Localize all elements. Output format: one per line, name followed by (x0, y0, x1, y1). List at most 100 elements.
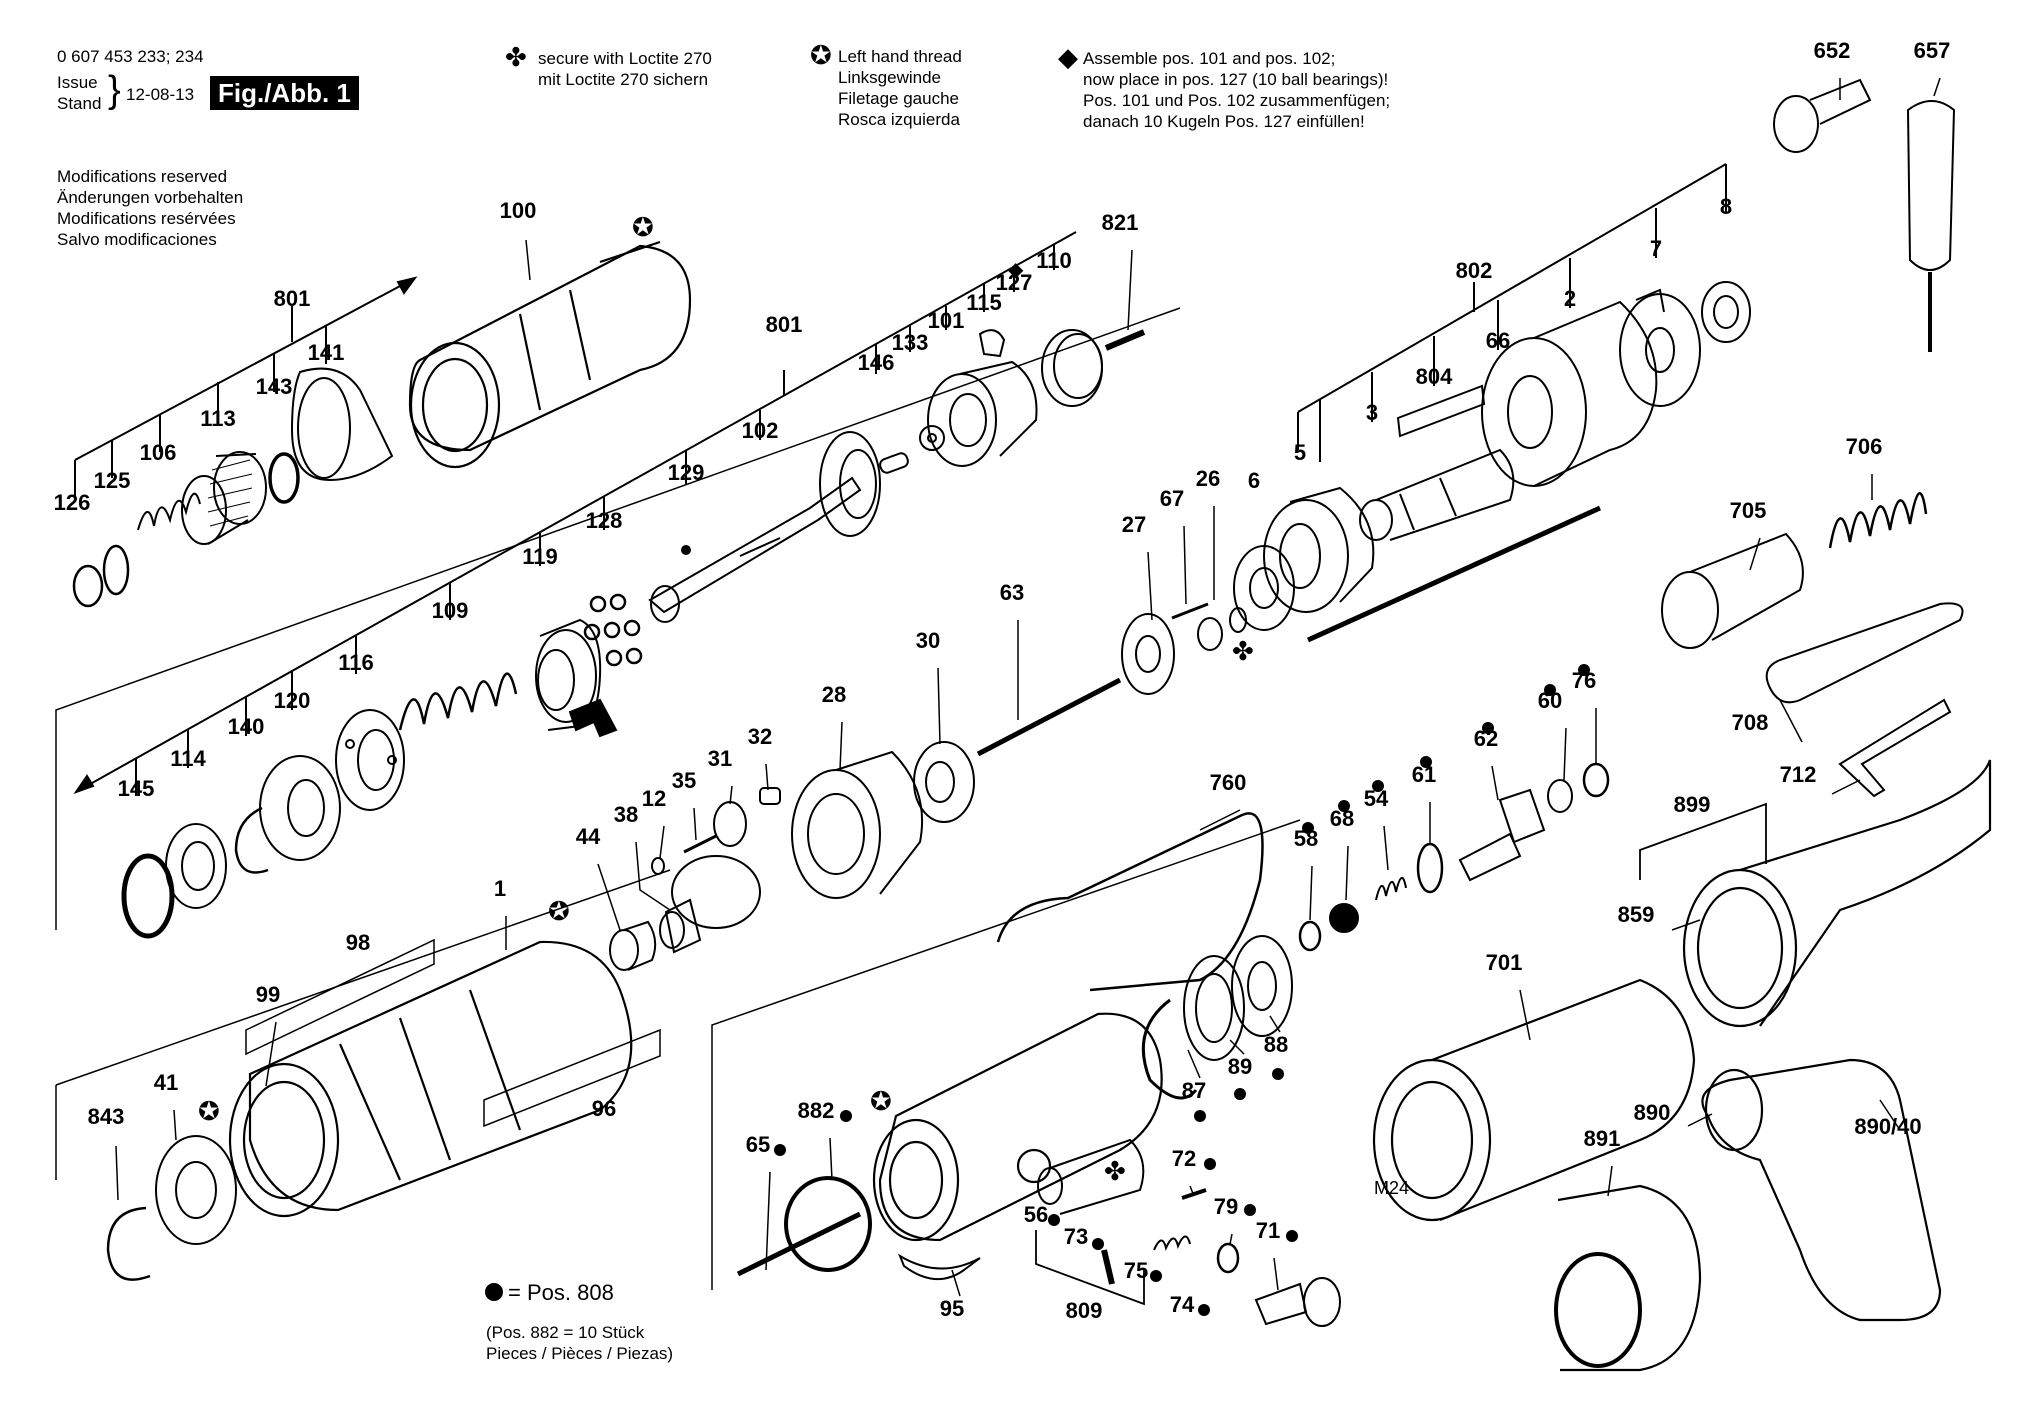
position-label-28: 28 (822, 682, 846, 707)
position-label-119: 119 (522, 544, 558, 569)
position-label-899: 899 (1674, 792, 1711, 817)
pos808-dot (1244, 1204, 1256, 1216)
position-label-30: 30 (916, 628, 940, 653)
part-28-ringgear (791, 750, 924, 899)
position-label-106: 106 (140, 440, 177, 465)
bracket-801-lower (75, 231, 1077, 793)
part-74-spring (1153, 1235, 1191, 1252)
position-label-35: 35 (672, 768, 696, 793)
pos808-dot (774, 1144, 786, 1156)
position-label-140: 140 (228, 714, 265, 739)
part-891-head (1554, 1184, 1702, 1372)
position-label-890: 890 (1634, 1100, 1671, 1125)
part-89-washer (1183, 955, 1245, 1061)
part-54-spring (1375, 877, 1407, 901)
position-label-802: 802 (1456, 258, 1493, 283)
pos808-dot (1198, 1304, 1210, 1316)
part-882-oring (784, 1176, 872, 1272)
part-128-balls (583, 593, 643, 667)
pos808-legend-dot (485, 1283, 503, 1301)
position-label-890-40: 890/40 (1854, 1114, 1921, 1139)
position-label-67: 67 (1160, 486, 1184, 511)
position-label-804: 804 (1416, 364, 1453, 389)
part-96-label (483, 1028, 661, 1128)
part-71-knob (1254, 1277, 1341, 1327)
position-label-126: 126 (54, 490, 91, 515)
part-67-key (1171, 602, 1209, 620)
part-26-pinion (1197, 607, 1247, 651)
right-housing (872, 1012, 1163, 1242)
part-3-rotor (1359, 448, 1515, 541)
part-129-ball (681, 545, 691, 555)
position-label-95: 95 (940, 1296, 964, 1321)
figure-label: Fig./Abb. 1 (210, 76, 359, 110)
star-circle-icon: ✪ (810, 40, 832, 70)
part-705-sleeve (1661, 532, 1804, 649)
part-6-bearing (1233, 545, 1295, 631)
position-label-99: 99 (256, 982, 280, 1007)
left-thread-es: Rosca izquierda (838, 110, 960, 129)
position-label-125: 125 (94, 468, 131, 493)
part-73-pin (1101, 1249, 1115, 1285)
position-label-71: 71 (1256, 1218, 1280, 1243)
position-label-72: 72 (1172, 1146, 1196, 1171)
position-label-882: 882 (798, 1098, 835, 1123)
club-icon-56: ✤ (1104, 1156, 1126, 1186)
position-label-891: 891 (1584, 1126, 1621, 1151)
pos808-dot (1048, 1214, 1060, 1226)
panel-upper-left (55, 307, 1181, 930)
part-106-spring (137, 492, 201, 531)
position-label-652: 652 (1814, 38, 1851, 63)
position-label-44: 44 (576, 824, 601, 849)
position-label-63: 63 (1000, 580, 1024, 605)
part-125-ring (102, 544, 130, 596)
star-circle-icon-1: ✪ (548, 896, 570, 926)
position-label-1: 1 (494, 876, 506, 901)
part-98-label (245, 938, 435, 1056)
part-114-bushing (165, 823, 227, 909)
part-68-ball (1329, 903, 1359, 933)
position-label-146: 146 (858, 350, 895, 375)
part-76-ring (1582, 762, 1610, 798)
part-1-housing (228, 940, 633, 1218)
pos808-dot (1204, 1158, 1216, 1170)
part-56-valve (1037, 1138, 1145, 1215)
part-63-shaft (976, 677, 1122, 757)
part-143-ring (268, 452, 300, 504)
position-label-101: 101 (928, 308, 965, 333)
position-label-102: 102 (742, 418, 779, 443)
part-32-pin (759, 787, 781, 805)
position-label-821: 821 (1102, 210, 1139, 235)
pos808-markers (774, 664, 1590, 1316)
part-27-flange (1121, 613, 1175, 695)
part-65-pin (736, 1211, 862, 1277)
part-141-sleeve (290, 367, 394, 482)
position-label-110: 110 (1036, 248, 1072, 273)
pos808-dot (1578, 664, 1590, 676)
modifications-fr: Modifications resérvées (57, 209, 236, 228)
part-140-clip (234, 806, 269, 874)
position-label-801: 801 (274, 286, 311, 311)
position-label-56: 56 (1024, 1202, 1048, 1227)
position-label-88: 88 (1264, 1032, 1288, 1057)
pos808-dot (1544, 684, 1556, 696)
left-thread-fr: Filetage gauche (838, 89, 959, 108)
part-113-knurl (181, 451, 267, 545)
part-760-wire (996, 812, 1264, 992)
part-110-ring (1041, 329, 1103, 407)
position-label-145: 145 (118, 776, 155, 801)
stand-label: Stand (57, 94, 102, 113)
pos808-dot (1194, 1110, 1206, 1122)
part-109-spring (398, 672, 518, 731)
left-thread-en: Left hand thread (838, 47, 962, 66)
assemble-de-1: Pos. 101 und Pos. 102 zusammenfügen; (1083, 91, 1391, 110)
part-7-plate (1619, 288, 1701, 407)
position-label-109: 109 (432, 598, 469, 623)
position-label-705: 705 (1730, 498, 1767, 523)
part-88-washer (1231, 935, 1293, 1037)
star-circle-icon-882: ✪ (870, 1086, 892, 1116)
part-60-nut (1547, 779, 1573, 813)
part-2-cylinder (1481, 300, 1658, 487)
star-circle-icon-41: ✪ (198, 1096, 220, 1126)
